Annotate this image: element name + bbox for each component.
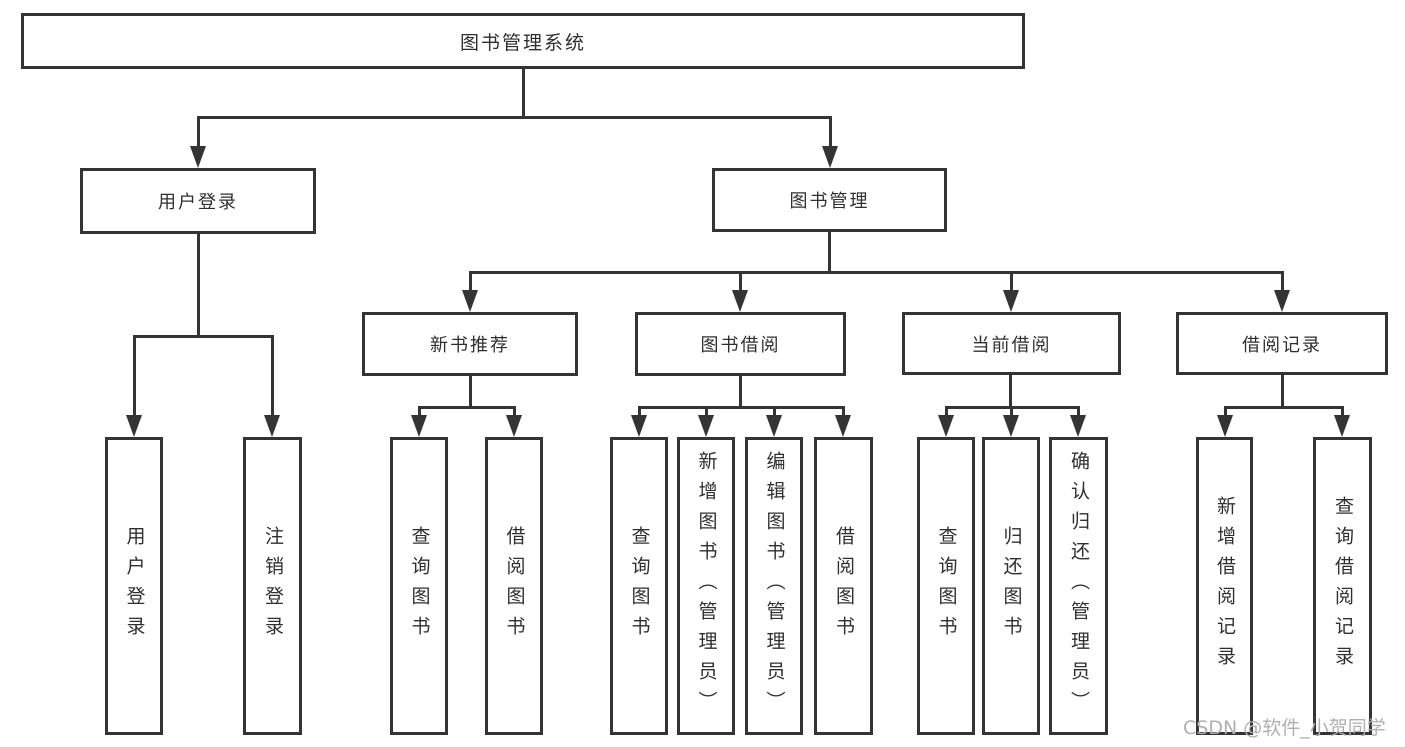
leaf-label: 注销登录 [262, 526, 284, 646]
connector-shaft [637, 407, 641, 417]
connector-shaft [772, 407, 776, 417]
csdn-watermark: CSDN @软件_小贺同学 [1183, 717, 1386, 739]
node-label: 图书借阅 [700, 335, 781, 356]
connector-shaft [704, 407, 708, 417]
arrow-down-icon [1334, 415, 1350, 437]
connector-shaft [1280, 272, 1284, 292]
arrow-down-icon [1003, 415, 1019, 437]
connector-shaft [738, 272, 742, 292]
connector-user-login-splitter [132, 334, 274, 338]
leaf-confirm-return-admin: 确认归还（管理员） [1049, 437, 1108, 735]
leaf-label: 借阅图书 [503, 526, 526, 646]
arrow-down-icon [938, 415, 954, 437]
leaf-edit-book-admin: 编辑图书（管理员） [745, 437, 803, 735]
leaf-add-borrow-record: 新增借阅记录 [1196, 437, 1253, 735]
leaf-query-borrow-record: 查询借阅记录 [1313, 437, 1372, 735]
arrow-down-icon [506, 415, 522, 437]
connector-current-borrow-stem [1008, 375, 1012, 408]
node-book-management: 图书管理 [712, 168, 947, 232]
leaf-query-books-recommend: 查询图书 [390, 437, 448, 735]
leaf-label: 查询图书 [628, 526, 651, 646]
connector-shaft [512, 407, 516, 417]
arrow-down-icon [822, 146, 838, 168]
node-user-login: 用户登录 [80, 168, 316, 234]
arrow-down-icon [264, 415, 280, 437]
node-label: 图书管理 [789, 191, 870, 212]
leaf-label: 用户登录 [123, 526, 146, 646]
connector-shaft [1076, 407, 1080, 417]
arrow-down-icon [411, 415, 427, 437]
connector-shaft [1223, 407, 1227, 417]
leaf-label: 确认归还（管理员） [1068, 451, 1090, 721]
connector-book-mgmt-splitter [468, 270, 1284, 274]
connector-shaft [1340, 407, 1344, 417]
connector-shaft [944, 407, 948, 417]
leaf-logout: 注销登录 [243, 437, 302, 735]
node-library-management-system: 图书管理系统 [21, 13, 1025, 69]
arrow-down-icon [462, 290, 478, 312]
arrow-down-icon [732, 290, 748, 312]
arrow-down-icon [126, 415, 142, 437]
arrow-down-icon [766, 415, 782, 437]
node-current-borrow: 当前借阅 [902, 312, 1121, 375]
connector-new-books-splitter [417, 405, 516, 409]
connector-shaft [1009, 407, 1013, 417]
connector-shaft [468, 272, 472, 292]
arrow-down-icon [835, 415, 851, 437]
leaf-borrow-books: 借阅图书 [814, 437, 873, 735]
node-book-borrow: 图书借阅 [635, 312, 846, 376]
node-label: 图书管理系统 [459, 31, 586, 54]
leaf-label: 查询图书 [935, 526, 958, 646]
node-label: 新书推荐 [430, 335, 510, 356]
arrow-down-icon [1003, 290, 1019, 312]
leaf-label: 借阅图书 [833, 526, 855, 646]
connector-shaft [1009, 272, 1013, 292]
arrow-down-icon [1217, 415, 1233, 437]
node-label: 用户登录 [158, 192, 238, 213]
connector-shaft [828, 117, 832, 148]
node-label: 借阅记录 [1242, 334, 1322, 356]
leaf-borrow-books-recommend: 借阅图书 [485, 437, 543, 735]
leaf-return-book: 归还图书 [982, 437, 1040, 735]
connector-root-splitter [196, 115, 832, 119]
node-label: 当前借阅 [971, 334, 1052, 356]
leaf-label: 新增图书（管理员） [695, 451, 718, 721]
connector-user-login-stem [196, 234, 200, 337]
connector-book-borrow-stem [738, 376, 742, 408]
leaf-user-login: 用户登录 [105, 437, 163, 735]
leaf-query-books-current: 查询图书 [917, 437, 975, 735]
leaf-label: 查询图书 [408, 526, 431, 646]
leaf-label: 归还图书 [1000, 526, 1023, 646]
arrow-down-icon [698, 415, 714, 437]
leaf-add-book-admin: 新增图书（管理员） [677, 437, 735, 735]
arrow-down-icon [1274, 290, 1290, 312]
leaf-label: 查询借阅记录 [1332, 496, 1354, 676]
node-borrow-records: 借阅记录 [1176, 312, 1388, 375]
leaf-label: 新增借阅记录 [1214, 496, 1236, 676]
connector-book-borrow-splitter [637, 405, 845, 409]
leaf-label: 编辑图书（管理员） [763, 451, 786, 721]
connector-shaft [196, 117, 200, 148]
connector-shaft [270, 336, 274, 416]
connector-shaft [417, 407, 421, 417]
connector-borrow-records-stem [1280, 375, 1284, 408]
connector-shaft [841, 407, 845, 417]
arrow-down-icon [631, 415, 647, 437]
node-new-book-recommend: 新书推荐 [362, 312, 578, 376]
arrow-down-icon [1070, 415, 1086, 437]
leaf-query-books-borrow: 查询图书 [610, 437, 668, 735]
connector-borrow-records-splitter [1223, 405, 1344, 409]
connector-root-stem [521, 69, 525, 117]
connector-book-mgmt-stem [827, 232, 831, 273]
connector-new-books-stem [468, 376, 472, 408]
connector-shaft [132, 336, 136, 416]
arrow-down-icon [190, 146, 206, 168]
